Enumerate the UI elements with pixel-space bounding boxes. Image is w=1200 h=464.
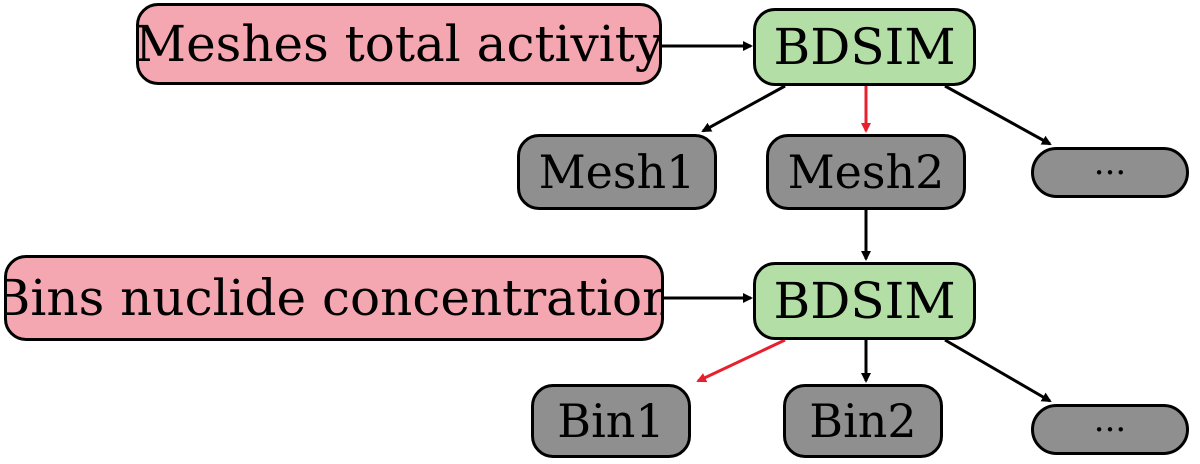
node-mesh1: Mesh1	[517, 134, 717, 210]
node-bin1: Bin1	[531, 384, 691, 458]
node-meshes-total-activity: Meshes total activity	[136, 3, 662, 85]
node-ellipsis-bottom: ···	[1031, 404, 1189, 455]
node-bdsim-bottom: BDSIM	[753, 262, 976, 340]
edge-bdsim-top-to-ellipsis-top	[944, 84, 1052, 146]
edge-bdsim-top-to-mesh1	[701, 84, 786, 133]
node-mesh2: Mesh2	[766, 134, 966, 210]
edge-bdsim-bottom-to-bin1	[696, 338, 786, 383]
edge-bdsim-bottom-to-ellipsis-bottom	[944, 338, 1052, 403]
node-ellipsis-top: ···	[1031, 147, 1189, 198]
node-bins-nuclide-concentration: Bins nuclide concentration	[4, 255, 664, 341]
node-bin2: Bin2	[783, 384, 943, 458]
node-bdsim-top: BDSIM	[753, 8, 976, 86]
